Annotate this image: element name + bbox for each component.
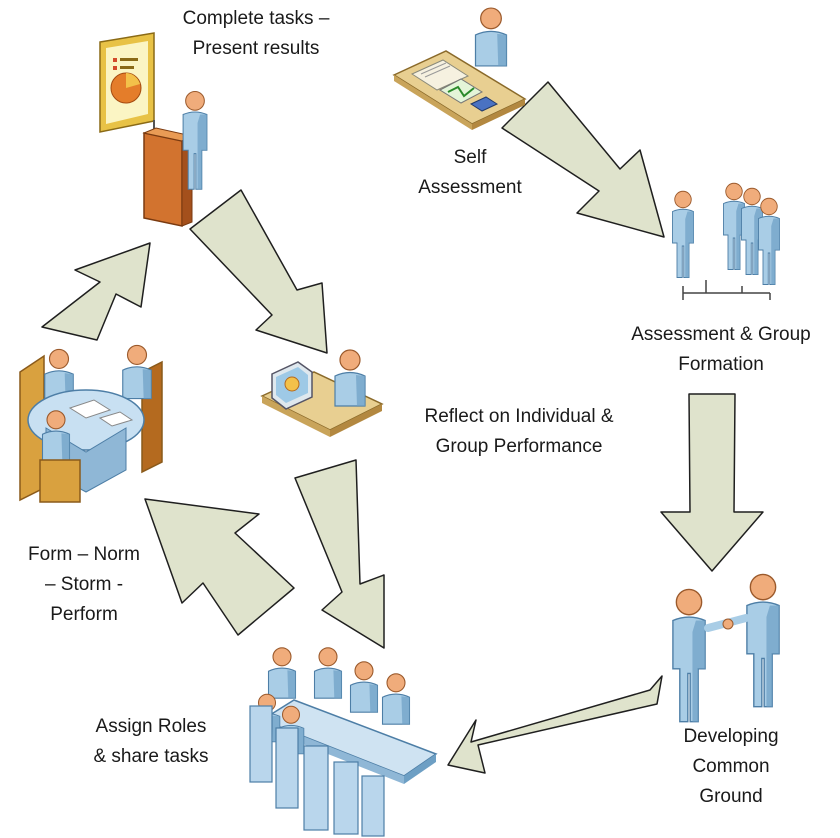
label-form-norm-line-3: Perform — [50, 604, 118, 625]
org-chart-people-icon — [671, 182, 781, 300]
computer-desk-icon — [260, 349, 384, 437]
label-group-formation-line-2: Formation — [678, 354, 764, 375]
handshake-icon — [672, 573, 780, 723]
arrow-group-to-common — [660, 393, 764, 572]
label-present-line-1: Complete tasks – — [182, 8, 330, 29]
label-form-norm: Form – Norm – Storm - Perform — [4, 540, 164, 630]
label-form-norm-line-2: – Storm - — [44, 574, 124, 595]
label-form-norm-line-1: Form – Norm — [28, 544, 140, 565]
label-present: Complete tasks – Present results — [146, 4, 366, 64]
label-present-line-2: Present results — [192, 38, 320, 59]
label-common-ground-line-2: Common — [692, 756, 770, 777]
arrow-reflect-to-assign — [294, 459, 385, 649]
presentation-icon — [99, 32, 208, 227]
arrow-common-to-assign — [447, 675, 663, 774]
label-common-ground: Developing Common Ground — [656, 722, 806, 812]
label-self-assessment-line-2: Assessment — [418, 177, 522, 198]
arrow-self-to-group — [501, 81, 665, 238]
arrow-form-to-present — [41, 242, 151, 341]
label-assign-roles-line-2: & share tasks — [93, 746, 209, 767]
label-assign-roles: Assign Roles & share tasks — [66, 712, 236, 772]
label-assign-roles-line-1: Assign Roles — [95, 716, 207, 737]
arrow-assign-to-form — [144, 498, 295, 636]
label-self-assessment-line-1: Self — [453, 147, 487, 168]
conference-table-icon — [249, 647, 438, 837]
label-reflect-line-2: Group Performance — [435, 436, 603, 457]
label-common-ground-line-3: Ground — [699, 786, 763, 807]
label-reflect: Reflect on Individual & Group Performanc… — [386, 402, 652, 462]
label-self-assessment: Self Assessment — [380, 143, 560, 203]
label-group-formation-line-1: Assessment & Group — [631, 324, 811, 345]
round-table-meeting-icon — [19, 344, 163, 503]
label-group-formation: Assessment & Group Formation — [606, 320, 836, 380]
arrow-present-to-reflect — [189, 189, 328, 354]
label-common-ground-line-1: Developing — [683, 726, 779, 747]
desk-worker-icon — [392, 7, 527, 130]
label-reflect-line-1: Reflect on Individual & — [424, 406, 614, 427]
